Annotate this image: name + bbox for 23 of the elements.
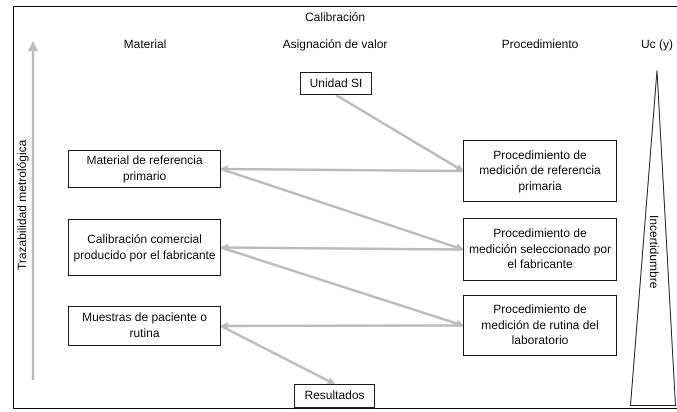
arrow xyxy=(220,244,463,252)
process-box: Procedimiento de medición de rutina del laboratorio xyxy=(463,295,617,356)
arrow xyxy=(220,165,463,174)
column-header: Asignación de valor xyxy=(282,37,388,51)
process-box: Muestras de paciente o rutina xyxy=(68,306,221,346)
axis-label: Trazabilidad metrológica xyxy=(15,138,29,272)
uncertainty-triangle xyxy=(630,70,676,406)
process-box: Resultados xyxy=(294,384,375,408)
diagram-title: Calibración xyxy=(304,10,366,24)
arrow xyxy=(220,168,464,252)
process-box: Procedimiento de medición de referencia primaria xyxy=(463,140,617,202)
arrow xyxy=(335,94,464,172)
column-header: Uc (y) xyxy=(641,37,673,51)
process-box: Calibración comercial producido por el fabricante xyxy=(68,219,221,276)
arrow xyxy=(220,322,463,330)
arrow xyxy=(220,246,464,328)
column-header: Material xyxy=(124,37,166,51)
process-box: Material de referencia primario xyxy=(68,150,221,188)
process-box: Unidad SI xyxy=(300,72,372,95)
column-header: Procedimiento xyxy=(502,37,578,51)
arrow xyxy=(220,324,336,386)
axis-label: Incertidumbre xyxy=(647,215,661,288)
process-box: Procedimiento de medición seleccionado por el fabricante xyxy=(463,218,617,281)
